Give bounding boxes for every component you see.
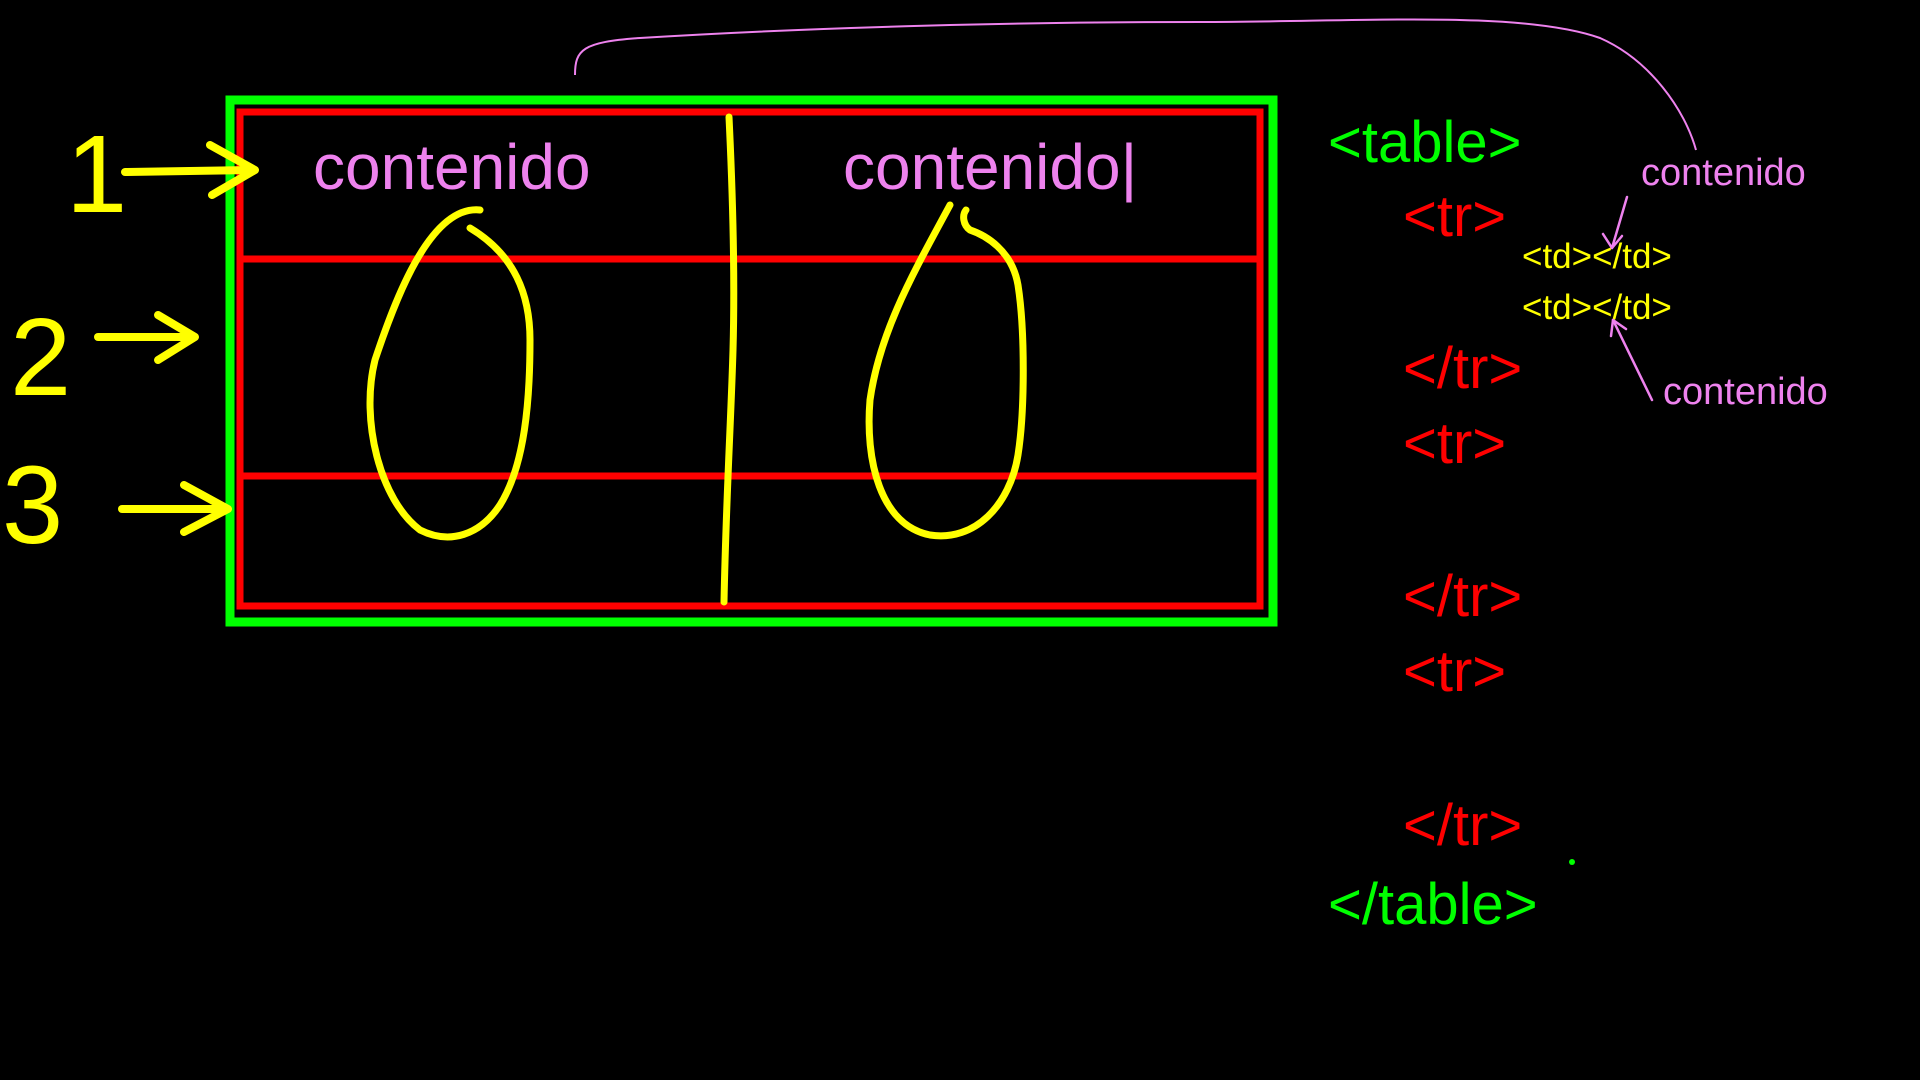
code-tr-close-3: </tr> [1403,793,1522,858]
code-tr-open-2: <tr> [1403,411,1506,476]
row-number-2: 2 [10,296,71,419]
code-tr-close-2: </tr> [1403,564,1522,629]
code-tr-open-1: <tr> [1403,184,1506,249]
column-divider [720,113,738,606]
stray-dot [1569,859,1575,865]
row-number-3: 3 [2,444,63,567]
code-table-open: <table> [1328,110,1522,175]
table-outline [225,95,1278,627]
cell-1-text: contenido [313,131,591,203]
column-1-loop [366,206,534,541]
column-2-loop [865,201,1027,540]
code-tr-open-3: <tr> [1403,639,1506,704]
code-tr-close-1: </tr> [1403,336,1522,401]
note-contenido-top: contenido [1641,152,1806,194]
note-arrow-top [1601,195,1629,250]
note-arrow-bottom [1609,318,1654,402]
row-3-outline [236,472,1264,610]
code-table-close: </table> [1328,872,1538,937]
row-2-arrow [94,311,199,364]
row-number-1: 1 [66,113,127,236]
note-contenido-bottom: contenido [1663,371,1828,413]
bracket-line [574,18,1697,151]
code-td-2: <td></td> [1522,288,1672,327]
cell-2-text: contenido| [843,131,1137,203]
row-3-arrow [118,481,232,536]
row-1-arrow [121,141,259,199]
code-td-1: <td></td> [1522,237,1672,276]
